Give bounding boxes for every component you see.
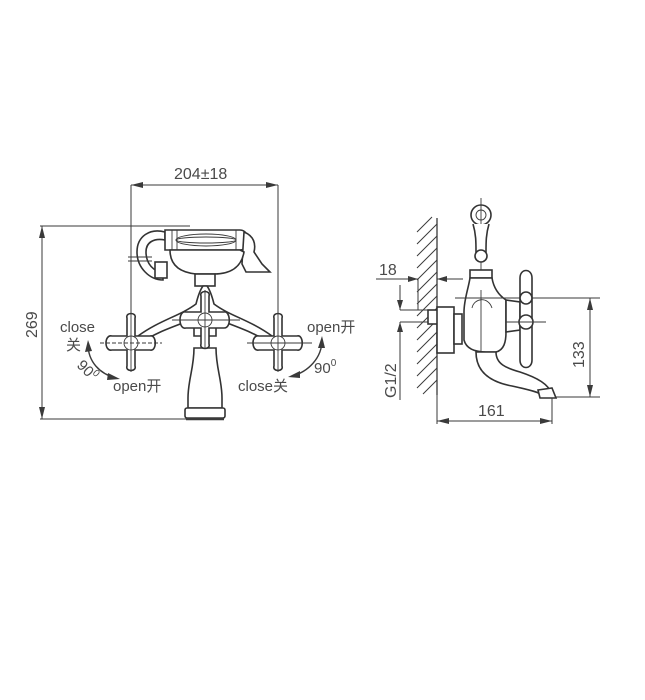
spout-reach-label: 161 <box>478 403 505 420</box>
left-close-label: close <box>60 319 95 336</box>
height-dimension-label: 269 <box>24 311 41 338</box>
spout-height-dimension: 133 <box>535 297 600 398</box>
right-rotation-label: 900 <box>314 358 337 377</box>
front-view: 204±18 269 <box>24 166 355 421</box>
right-close-label: close关 <box>238 378 288 395</box>
center-cross-handle[interactable] <box>172 290 240 350</box>
wall <box>416 216 438 395</box>
left-rotation-label: 900 <box>73 356 102 385</box>
side-view: 18 G1/2 <box>376 198 600 424</box>
side-mixer-body <box>455 198 600 399</box>
hand-shower <box>128 229 272 287</box>
left-close-label-cn: 关 <box>66 337 81 354</box>
height-dimension: 269 <box>24 225 190 420</box>
side-cross-handle[interactable] <box>506 269 546 369</box>
wall-offset-dimension: 18 <box>376 262 463 310</box>
width-dimension: 204±18 <box>130 166 279 345</box>
right-rotation-annotation: open开 900 close关 <box>238 319 355 395</box>
right-cross-handle[interactable] <box>247 312 312 372</box>
thread-label: G1/2 <box>383 363 400 398</box>
wall-offset-label: 18 <box>379 262 397 279</box>
right-open-label: open开 <box>307 319 355 336</box>
left-cross-handle[interactable] <box>100 312 162 372</box>
spout-height-label: 133 <box>571 341 588 368</box>
thread-dimension: G1/2 <box>383 285 435 400</box>
wall-fitting <box>427 306 463 354</box>
width-dimension-label: 204±18 <box>174 166 227 183</box>
left-open-label: open开 <box>113 378 161 395</box>
spout-reach-dimension: 161 <box>436 395 553 424</box>
